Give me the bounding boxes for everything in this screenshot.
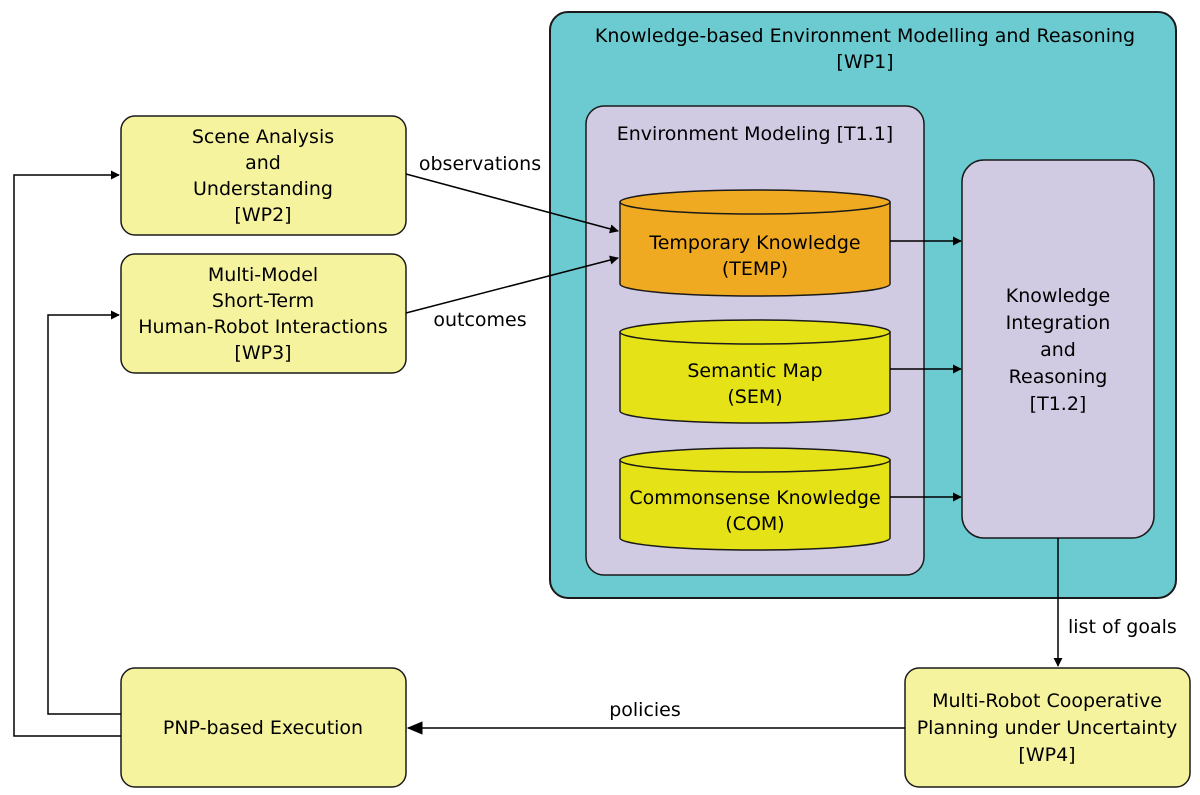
com-label: Commonsense Knowledge	[629, 487, 880, 509]
scene-line-1: Scene Analysis	[192, 126, 334, 148]
edge-observations: observations	[405, 153, 619, 234]
edge-outcomes: outcomes	[405, 255, 619, 331]
scene-line-3: Understanding	[193, 178, 333, 200]
mrp-line-2: Planning under Uncertainty	[917, 717, 1178, 739]
ki-line-4: Reasoning	[1009, 366, 1108, 388]
semantic-map-cylinder: Semantic Map (SEM)	[619, 319, 891, 424]
temp-label: Temporary Knowledge	[648, 232, 860, 254]
hri-box: Multi-Model Short-Term Human-Robot Inter…	[120, 253, 407, 374]
ki-line-2: Integration	[1006, 312, 1111, 334]
hri-line-2: Short-Term	[212, 290, 314, 312]
mrp-line-1: Multi-Robot Cooperative	[932, 690, 1162, 712]
scene-analysis-box: Scene Analysis and Understanding [WP2]	[120, 115, 407, 236]
sem-label: Semantic Map	[687, 360, 822, 382]
hri-line-4: [WP3]	[234, 342, 291, 364]
ki-line-1: Knowledge	[1006, 285, 1110, 307]
outcomes-label: outcomes	[433, 309, 526, 331]
hri-line-1: Multi-Model	[208, 264, 318, 286]
scene-line-4: [WP2]	[234, 204, 291, 226]
env-modeling-title: Environment Modeling [T1.1]	[617, 123, 893, 145]
pnp-box: PNP-based Execution	[120, 667, 407, 788]
pnp-label: PNP-based Execution	[163, 717, 363, 739]
observations-label: observations	[419, 153, 541, 175]
edge-policies: policies	[406, 699, 905, 735]
edge-pnp-to-hri	[47, 310, 121, 715]
hri-line-3: Human-Robot Interactions	[138, 316, 388, 338]
temp-abbr: (TEMP)	[722, 258, 788, 280]
ki-line-5: [T1.2]	[1030, 393, 1087, 415]
list-of-goals-label: list of goals	[1068, 616, 1177, 638]
edge-pnp-to-scene	[13, 170, 121, 737]
commonsense-knowledge-cylinder: Commonsense Knowledge (COM)	[619, 447, 891, 551]
sem-abbr: (SEM)	[727, 386, 782, 408]
wp1-title: Knowledge-based Environment Modelling an…	[595, 25, 1135, 47]
temp-knowledge-cylinder: Temporary Knowledge (TEMP)	[619, 189, 891, 297]
knowledge-integration-box: Knowledge Integration and Reasoning [T1.…	[961, 159, 1155, 539]
edge-list-of-goals: list of goals	[1053, 538, 1177, 667]
multi-robot-planning-box: Multi-Robot Cooperative Planning under U…	[904, 667, 1191, 788]
scene-line-2: and	[245, 152, 281, 174]
ki-line-3: and	[1040, 339, 1076, 361]
policies-label: policies	[609, 699, 681, 721]
com-abbr: (COM)	[725, 513, 784, 535]
mrp-line-3: [WP4]	[1018, 744, 1075, 766]
wp1-tag: [WP1]	[836, 51, 893, 73]
